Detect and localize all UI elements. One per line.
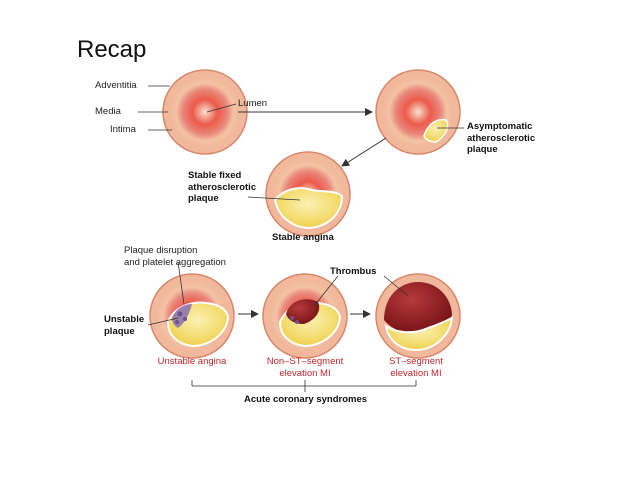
unstable-plaque-label: Unstable plaque [104,314,145,337]
adventitia-label: Adventitia [95,80,137,91]
unstable-angina-label: Unstable angina [157,356,227,367]
leader-lines [138,85,464,326]
acs-bracket [191,380,417,392]
plaque-disruption-label: Plaque disruption and platelet aggregati… [124,245,226,268]
unstable-plaque-vessel [149,273,235,359]
nstemi-vessel [262,273,348,359]
normal-vessel [162,69,248,155]
stemi-label: ST–segment elevation MI [389,356,443,379]
progression-arrows [238,108,387,318]
acs-label: Acute coronary syndromes [244,394,368,405]
asymptomatic-plaque-label: Asymptomatic atherosclerotic plaque [467,121,536,155]
intima-label: Intima [110,124,136,135]
media-label: Media [95,106,121,117]
stemi-vessel [375,273,461,359]
stable-plaque-label: Stable fixed atherosclerotic plaque [188,170,257,204]
asymptomatic-plaque-vessel [375,69,461,155]
nstemi-label: Non–ST–segment elevation MI [266,356,344,379]
thrombus-label: Thrombus [330,266,377,277]
stable-angina-label: Stable angina [272,232,334,243]
lumen-label: Lumen [238,98,268,109]
stable-plaque-vessel [265,151,351,237]
slide-title: Recap [77,36,147,63]
